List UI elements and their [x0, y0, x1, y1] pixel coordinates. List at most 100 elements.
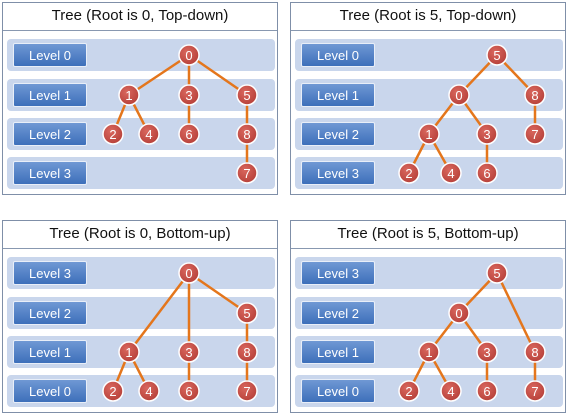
panel-root5-topdown: Tree (Root is 5, Top-down) Level 0 Level…: [290, 2, 566, 195]
node-circle: [398, 380, 420, 402]
tree-node: 0: [448, 84, 470, 106]
node-circle: [178, 341, 200, 363]
node-label: 6: [185, 384, 192, 399]
tree-node: 1: [418, 341, 440, 363]
node-label: 5: [243, 88, 250, 103]
tree-node: 2: [102, 123, 124, 145]
level-label: Level 1: [301, 83, 375, 107]
node-label: 5: [493, 48, 500, 63]
level-band: Level 2: [295, 297, 563, 329]
panel-title: Tree (Root is 0, Bottom-up): [3, 221, 277, 249]
node-circle: [524, 84, 546, 106]
tree-node: 1: [118, 341, 140, 363]
level-label: Level 2: [301, 122, 375, 146]
node-label: 8: [531, 88, 538, 103]
node-label: 5: [243, 306, 250, 321]
level-label: Level 0: [13, 43, 87, 67]
node-label: 7: [531, 384, 538, 399]
node-circle: [476, 341, 498, 363]
node-label: 0: [455, 88, 462, 103]
tree-node: 6: [178, 123, 200, 145]
level-band: Level 0: [295, 39, 563, 71]
tree-edge: [128, 272, 190, 353]
tree-node: 0: [448, 302, 470, 324]
level-label: Level 3: [13, 161, 87, 185]
level-band: Level 3: [7, 157, 275, 189]
node-circle: [524, 380, 546, 402]
level-band: Level 1: [7, 336, 275, 368]
tree-node: 8: [236, 123, 258, 145]
tree-node: 8: [524, 84, 546, 106]
level-band: Level 3: [295, 257, 563, 289]
tree-node: 2: [398, 380, 420, 402]
node-label: 1: [425, 345, 432, 360]
tree-node: 5: [236, 302, 258, 324]
node-label: 8: [531, 345, 538, 360]
level-label: Level 3: [301, 161, 375, 185]
tree-node: 4: [138, 123, 160, 145]
panel-root0-bottomup: Tree (Root is 0, Bottom-up) Level 3 Leve…: [2, 220, 278, 413]
level-band: Level 0: [7, 39, 275, 71]
tree-node: 7: [236, 380, 258, 402]
node-label: 2: [405, 166, 412, 181]
tree-node: 0: [178, 262, 200, 284]
node-circle: [178, 123, 200, 145]
node-circle: [236, 380, 258, 402]
node-circle: [476, 380, 498, 402]
level-label: Level 1: [301, 340, 375, 364]
tree-node: 7: [236, 162, 258, 184]
tree-node: 5: [236, 84, 258, 106]
level-label: Level 2: [13, 301, 87, 325]
node-circle: [236, 302, 258, 324]
tree-node: 6: [178, 380, 200, 402]
node-circle: [236, 123, 258, 145]
node-label: 5: [493, 266, 500, 281]
node-circle: [236, 162, 258, 184]
panel-title: Tree (Root is 5, Bottom-up): [291, 221, 565, 249]
node-circle: [178, 84, 200, 106]
tree-node: 4: [138, 380, 160, 402]
node-circle: [178, 44, 200, 66]
tree-node: 5: [486, 44, 508, 66]
node-circle: [138, 123, 160, 145]
tree-node: 8: [236, 341, 258, 363]
node-circle: [418, 341, 440, 363]
level-label: Level 2: [13, 122, 87, 146]
panel-root5-bottomup: Tree (Root is 5, Bottom-up) Level 3 Leve…: [290, 220, 566, 413]
panel-root0-topdown: Tree (Root is 0, Top-down) Level 0 Level…: [2, 2, 278, 195]
node-circle: [486, 262, 508, 284]
node-label: 7: [243, 166, 250, 181]
node-circle: [178, 262, 200, 284]
tree-edge: [128, 53, 190, 97]
node-circle: [418, 123, 440, 145]
tree-node: 4: [440, 380, 462, 402]
tree-node: 3: [476, 123, 498, 145]
node-label: 3: [483, 345, 490, 360]
node-circle: [440, 162, 462, 184]
node-label: 3: [185, 345, 192, 360]
node-circle: [118, 341, 140, 363]
tree-node: 0: [178, 44, 200, 66]
node-circle: [236, 84, 258, 106]
level-band: Level 0: [295, 375, 563, 407]
tree-node: 2: [398, 162, 420, 184]
tree-node: 1: [418, 123, 440, 145]
tree-node: 6: [476, 162, 498, 184]
tree-node: 2: [102, 380, 124, 402]
node-label: 8: [243, 345, 250, 360]
node-label: 3: [185, 88, 192, 103]
node-label: 2: [109, 384, 116, 399]
node-label: 2: [109, 127, 116, 142]
node-circle: [486, 44, 508, 66]
level-band: Level 1: [295, 79, 563, 111]
level-label: Level 1: [13, 340, 87, 364]
tree-node: 3: [178, 84, 200, 106]
node-label: 1: [125, 345, 132, 360]
node-circle: [118, 84, 140, 106]
level-label: Level 3: [301, 261, 375, 285]
node-label: 6: [483, 384, 490, 399]
node-label: 6: [483, 166, 490, 181]
